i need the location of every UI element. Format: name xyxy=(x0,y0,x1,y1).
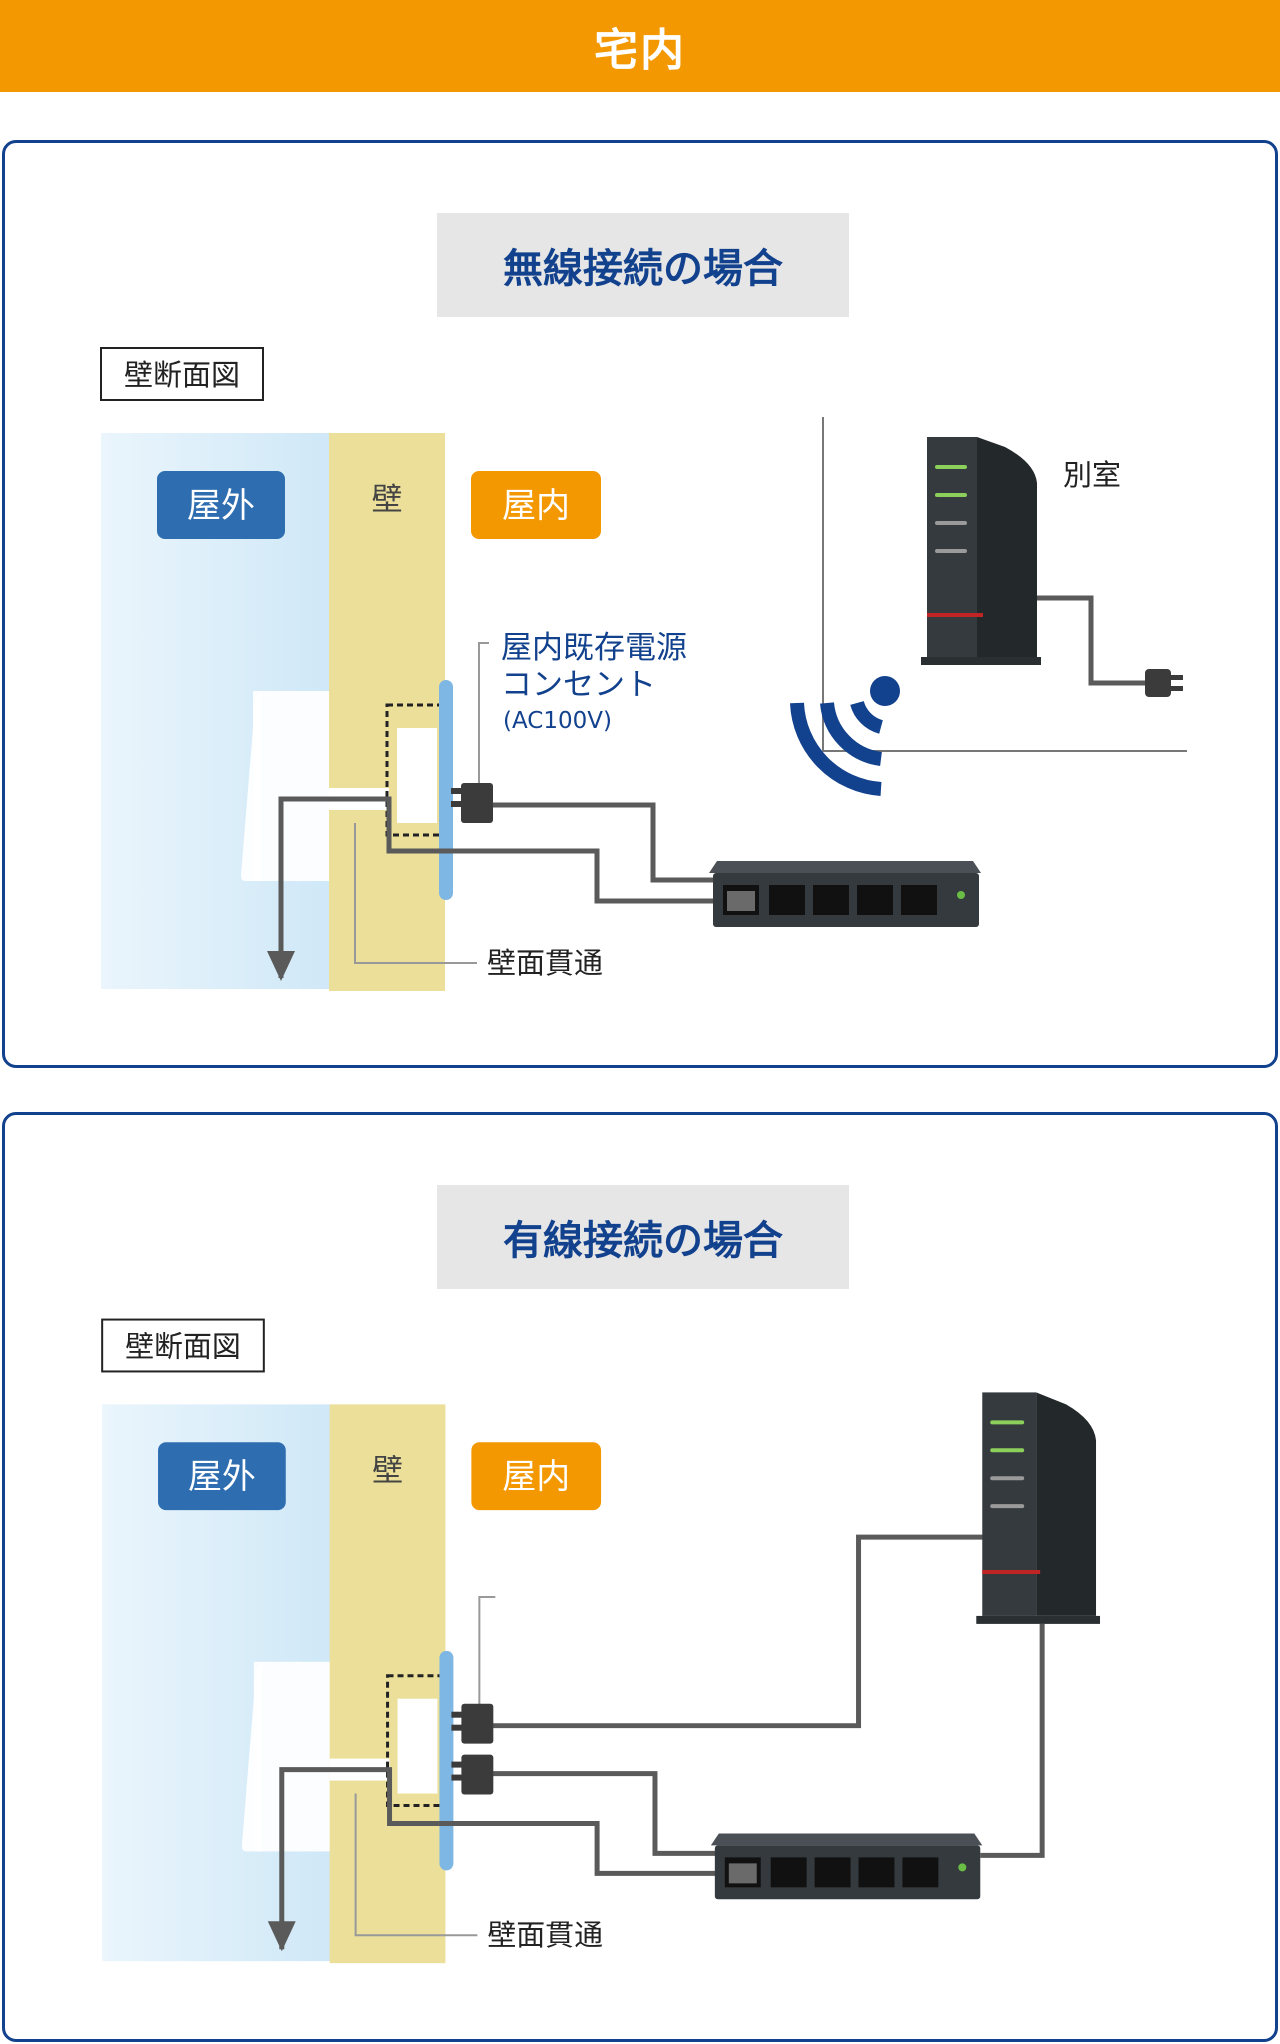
network-switch xyxy=(709,861,981,927)
section-label-text: 壁断面図 xyxy=(124,358,240,392)
plug-icon xyxy=(451,783,493,823)
outdoor-badge: 屋外 xyxy=(158,1442,286,1511)
indoor-badge-label: 屋内 xyxy=(502,1457,570,1496)
section-label: 壁断面図 xyxy=(101,1318,265,1373)
wired-diagram: 壁断面図 屋外 壁 屋内 xyxy=(101,1318,1101,1964)
outdoor-badge: 屋外 xyxy=(157,471,285,539)
outlet-label: 屋内既存電源 コンセント (AC100V) xyxy=(478,630,687,798)
penetration-label: 壁面貫通 xyxy=(354,823,603,980)
router-power-cable xyxy=(1037,595,1147,686)
other-room-boundary xyxy=(822,417,1187,752)
wall-label: 壁 xyxy=(372,482,403,518)
svg-text:壁面貫通: 壁面貫通 xyxy=(487,946,603,980)
indoor-badge: 屋内 xyxy=(471,471,601,539)
cables xyxy=(278,796,735,978)
wifi-icon xyxy=(790,676,900,796)
outlet-callout-line xyxy=(478,1595,496,1724)
router-device xyxy=(976,1392,1101,1624)
wall-label: 壁 xyxy=(372,1453,403,1489)
svg-text:コンセント: コンセント xyxy=(501,667,656,703)
wireless-diagram: 壁断面図 屋外 壁 屋内 屋内既存電源 コンセント (AC xyxy=(100,347,1187,991)
wireless-section-title: 無線接続の場合 xyxy=(437,213,849,317)
wired-section-title: 有線接続の場合 xyxy=(437,1185,849,1289)
plug-icon-lower xyxy=(451,1754,494,1795)
section-label-text: 壁断面図 xyxy=(125,1329,241,1363)
outdoor-arrow xyxy=(267,951,295,981)
outdoor-arrow xyxy=(267,1921,296,1952)
cables xyxy=(279,1534,1045,1950)
outdoor-badge-label: 屋外 xyxy=(188,1457,256,1496)
outlet-plate xyxy=(439,1650,454,1871)
penetration-label: 壁面貫通 xyxy=(354,1793,603,1952)
wireless-connection-panel: 無線接続の場合 壁断面図 屋外 壁 xyxy=(2,140,1278,1068)
outlet-plate xyxy=(439,680,453,900)
svg-text:(AC100V): (AC100V) xyxy=(503,708,612,734)
power-plug-icon xyxy=(1145,669,1183,697)
router-device xyxy=(921,437,1041,665)
indoor-badge-label: 屋内 xyxy=(502,486,570,526)
wired-connection-panel: 有線接続の場合 壁断面図 屋外 壁 屋内 xyxy=(2,1112,1278,2042)
page-header: 宅内 xyxy=(0,0,1280,92)
section-label: 壁断面図 xyxy=(100,347,264,401)
other-room-label: 別室 xyxy=(1063,458,1121,492)
outdoor-badge-label: 屋外 xyxy=(187,486,255,526)
svg-text:屋内既存電源: 屋内既存電源 xyxy=(501,630,687,666)
svg-text:壁面貫通: 壁面貫通 xyxy=(487,1918,603,1952)
page-title: 宅内 xyxy=(594,25,686,76)
plug-icon-upper xyxy=(451,1703,494,1744)
indoor-badge: 屋内 xyxy=(471,1442,602,1511)
network-switch xyxy=(710,1833,983,1900)
